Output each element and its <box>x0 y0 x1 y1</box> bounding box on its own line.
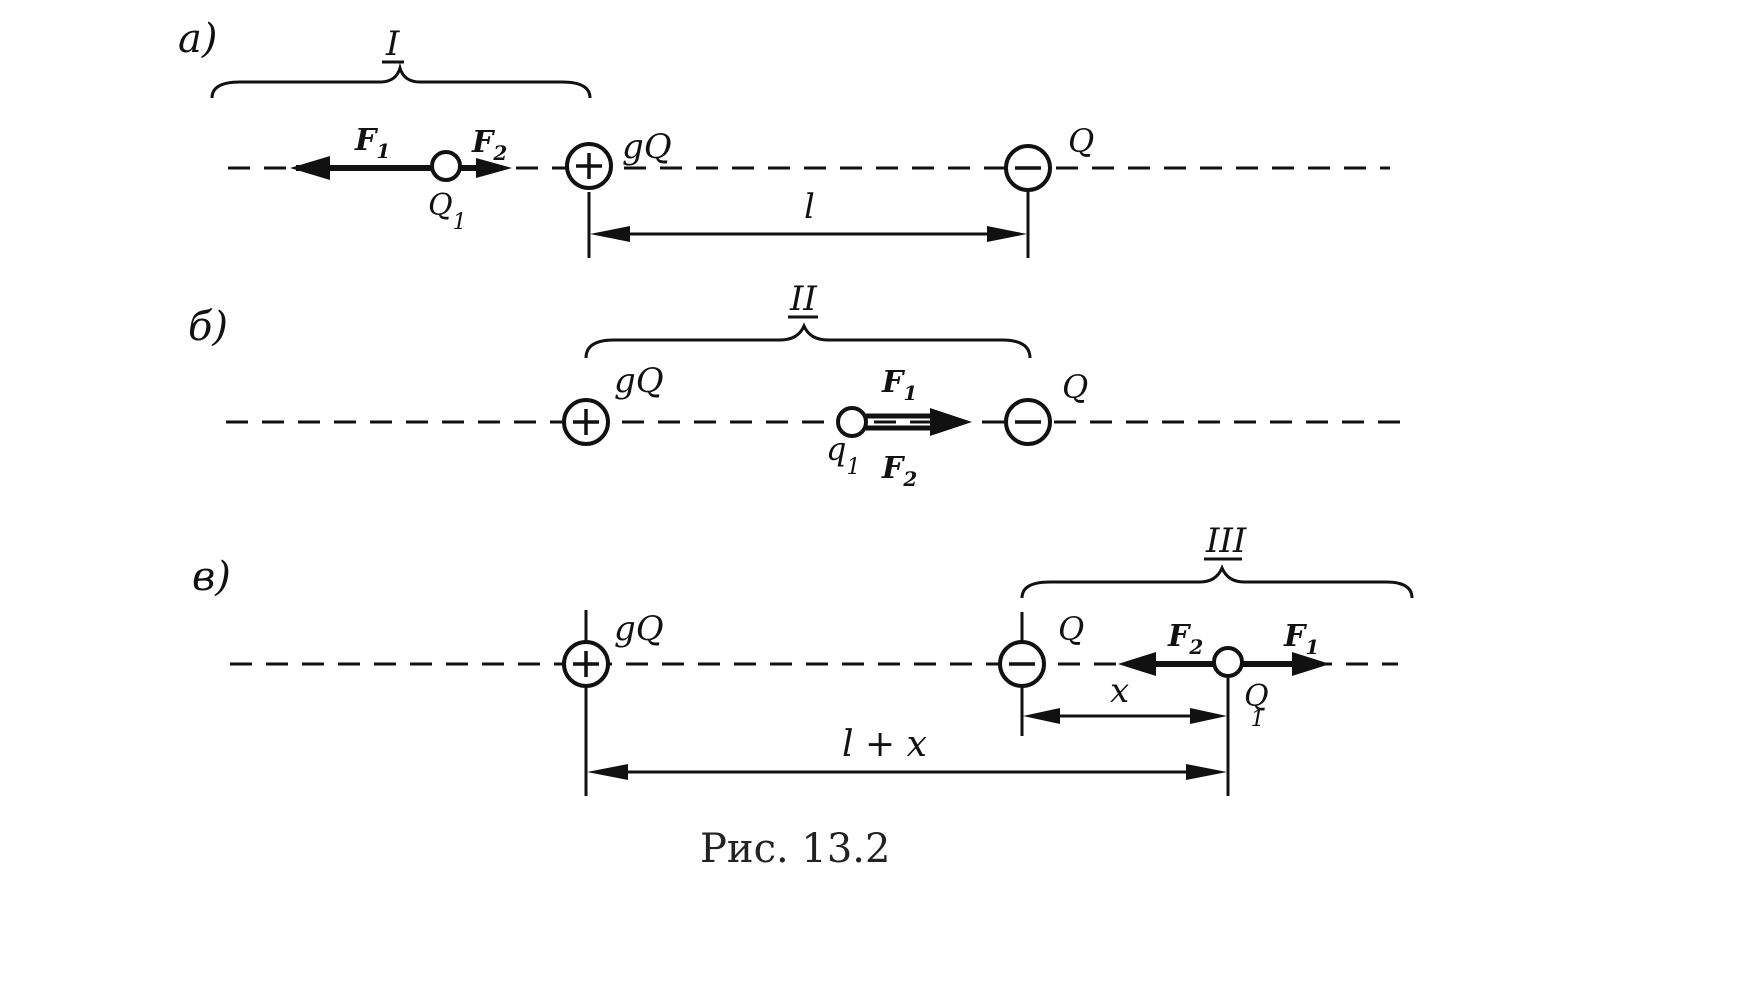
region-label-iii: III <box>1205 521 1247 561</box>
force-label-f2-a: F2 <box>471 125 507 165</box>
region-label-ii: II <box>789 279 817 319</box>
distance-label-l: l <box>804 187 815 227</box>
region-label-i: I <box>385 24 400 64</box>
distance-label-l-plus-x: l + x <box>842 724 927 765</box>
force-label-f2-c: F2 <box>1167 619 1203 659</box>
test-charge-c <box>1212 646 1244 678</box>
negative-charge-label-a: Q <box>1068 122 1094 160</box>
force-label-f2-b: F2 <box>881 451 917 491</box>
test-charge-b <box>836 406 868 438</box>
positive-charge-label-a: gQ <box>622 127 672 167</box>
region-brace-i <box>210 62 592 99</box>
force-arrow-f2-c-head <box>1118 652 1156 676</box>
force-arrow-f1-c-head <box>1292 652 1330 676</box>
panel-a: a) I F1 F2 Q1 gQ Q l <box>178 16 1390 258</box>
dim-arrow-lx-left <box>587 764 628 780</box>
positive-charge-label-c: gQ <box>614 609 664 649</box>
dim-arrow-l-left <box>590 226 630 242</box>
panel-a-label: a) <box>178 16 217 62</box>
panel-b-label: б) <box>188 304 228 350</box>
dim-arrow-lx-right <box>1186 764 1227 780</box>
figure-caption: Рис. 13.2 <box>700 826 890 872</box>
force-arrow-f1-a-head <box>290 156 330 180</box>
distance-label-x: x <box>1110 671 1129 711</box>
force-arrow-f2-a-head <box>476 158 512 178</box>
dim-arrow-x-left <box>1023 708 1060 724</box>
force-label-f1-a: F1 <box>354 123 390 163</box>
panel-b: б) II gQ F1 F2 q1 Q <box>188 279 1400 491</box>
region-brace-iii <box>1020 564 1414 599</box>
positive-charge-label-b: gQ <box>614 361 664 401</box>
force-label-f1-c: F1 <box>1283 619 1319 659</box>
test-charge-label-a: Q1 <box>428 188 467 235</box>
dim-arrow-x-right <box>1190 708 1227 724</box>
dim-arrow-l-right <box>987 226 1027 242</box>
test-charge-a <box>430 150 462 182</box>
panel-c-label: в) <box>192 554 231 600</box>
force-label-f1-b: F1 <box>881 365 917 405</box>
negative-charge-label-b: Q <box>1062 368 1088 406</box>
region-brace-ii <box>584 322 1032 359</box>
test-charge-label-b: q1 <box>826 430 860 480</box>
force-arrow-b-head <box>930 408 972 436</box>
negative-charge-label-c: Q <box>1058 610 1084 648</box>
